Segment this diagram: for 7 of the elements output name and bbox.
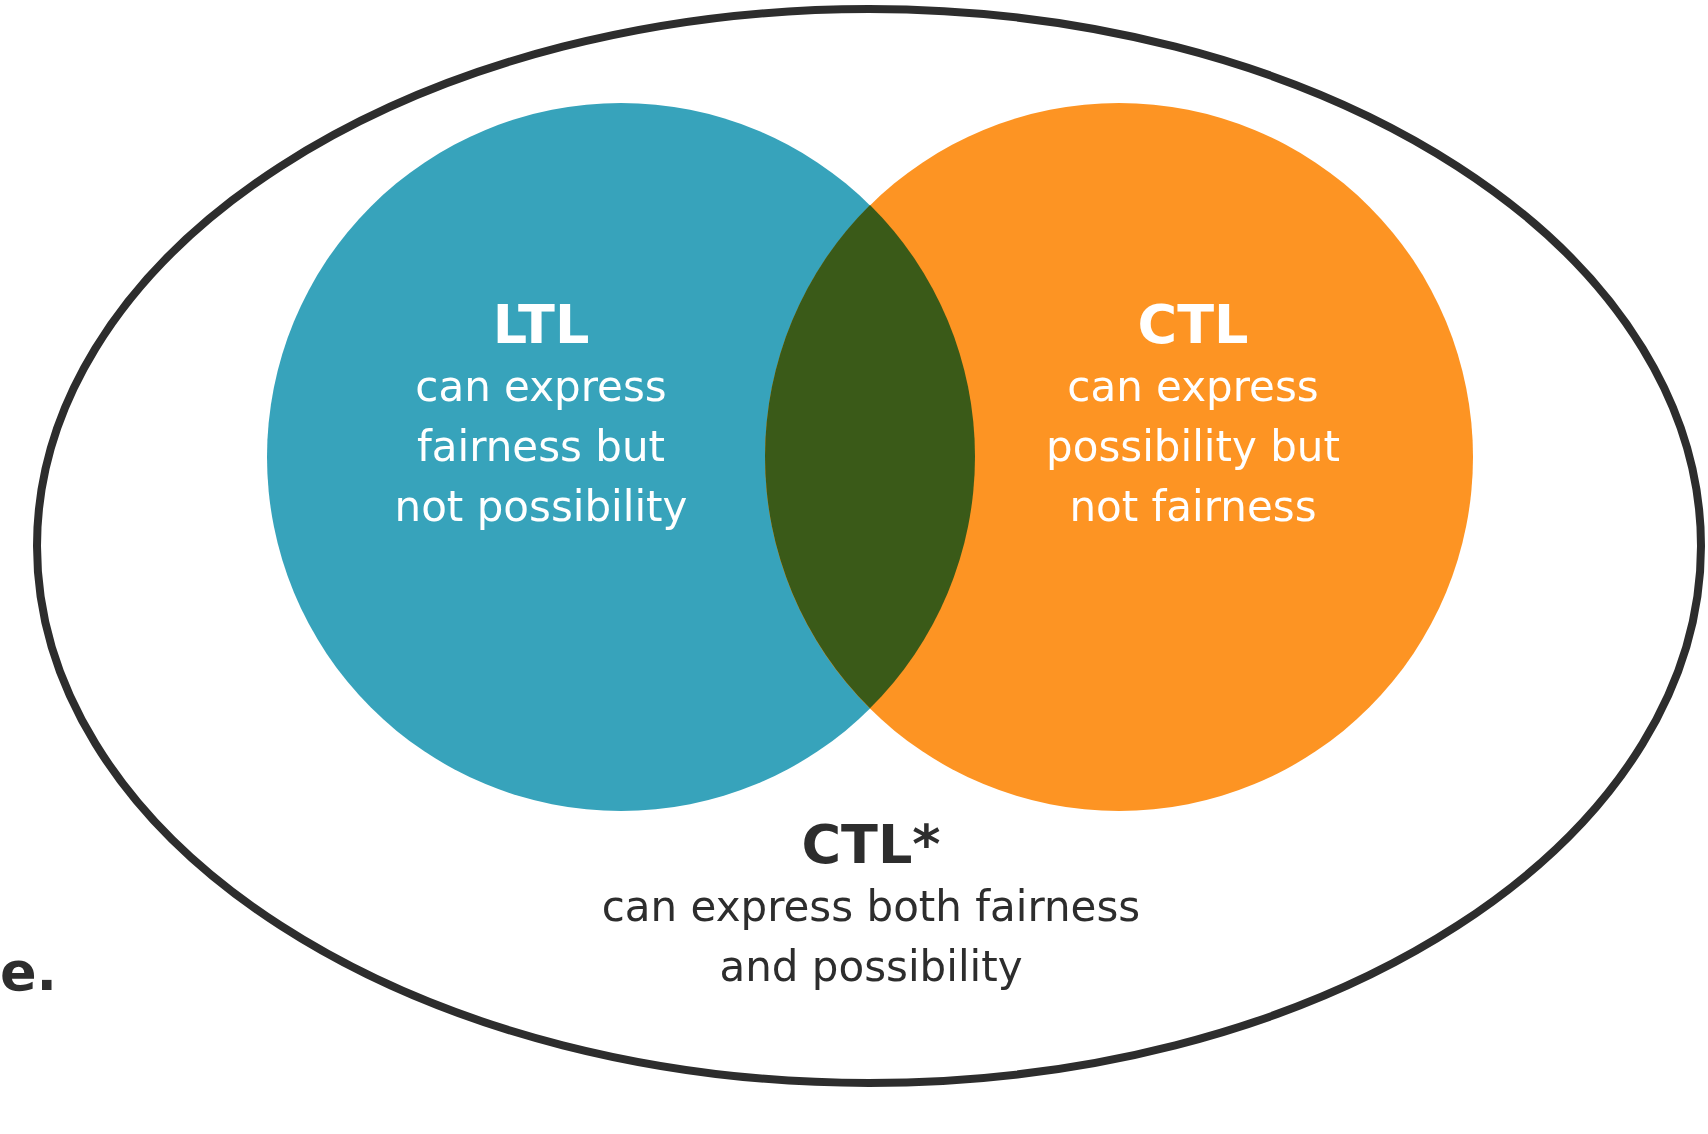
title-text: LTL bbox=[492, 293, 590, 357]
cut-off-text: e. bbox=[0, 940, 58, 1003]
description-text: can express both fairness and possibility bbox=[600, 881, 1142, 993]
description-text: can express possibility but not fairness bbox=[1045, 361, 1341, 533]
title-text: CTL* bbox=[801, 813, 941, 877]
description-text: can express fairness but not possibility bbox=[393, 361, 689, 533]
title-text: CTL bbox=[1137, 293, 1249, 357]
